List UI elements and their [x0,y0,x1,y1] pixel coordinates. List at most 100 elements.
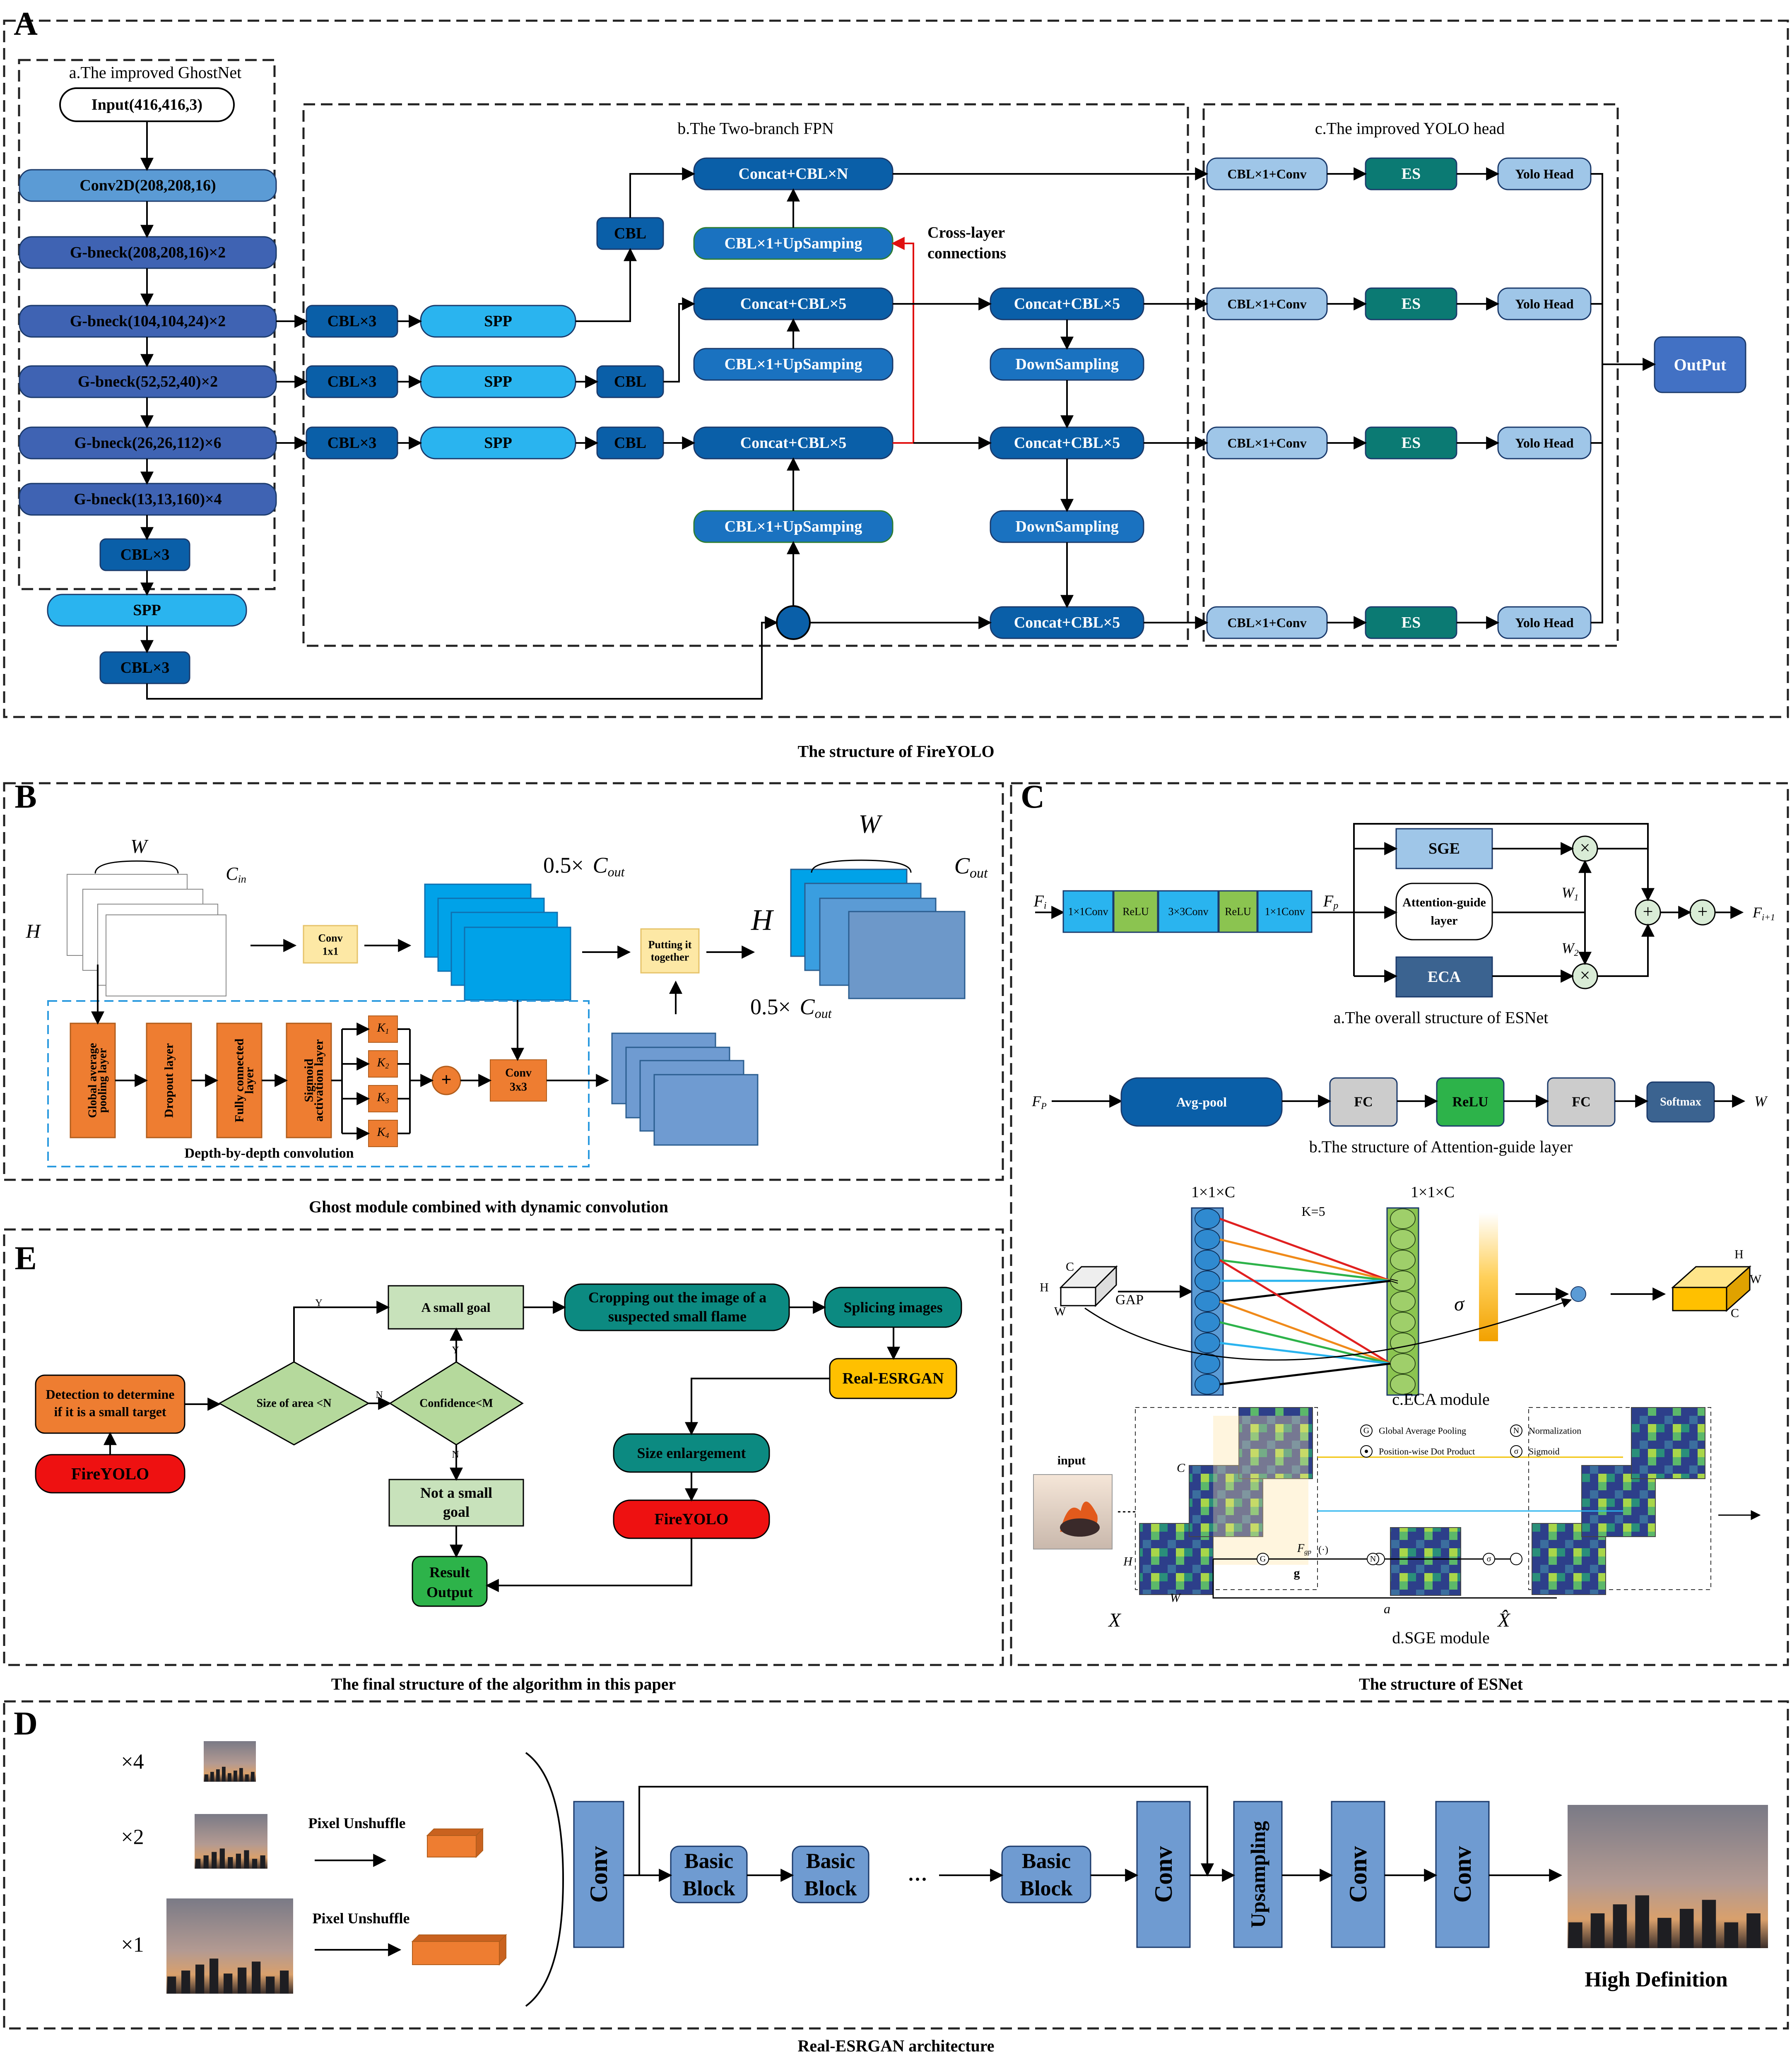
ghost-bneck-5-label: G-bneck(13,13,160)×4 [74,491,222,508]
eca-left-neuron-0 [1195,1208,1220,1229]
kernel-label-4: K4 [376,1125,389,1140]
att-relu-label: ReLU [1452,1095,1489,1110]
d-image-x4-building-8 [251,1772,255,1782]
e-conf-label: Confidence<M [419,1397,493,1410]
sge-h-label: H [1123,1555,1133,1569]
panel-a-letter: A [14,6,38,42]
output-node-label: OutPut [1674,356,1727,374]
e-fireyolo-to-result [485,1538,692,1592]
gap-layer-label-2: pooling layer [96,1048,109,1113]
eca-gap-label: GAP [1115,1292,1144,1308]
d-hd-image-building-0 [1568,1922,1582,1948]
d-basic-1-label-2: Block [682,1877,735,1901]
panel-e-frame [3,1228,1004,1666]
symbol-subscript: out [970,866,988,881]
d-image-x1-building-4 [224,1973,233,1994]
d-image-x1-building-3 [210,1958,219,1994]
esnet-eca-label: ECA [1428,968,1461,986]
panel-a-frame [3,19,1789,718]
eca-weight-line-9 [1219,1362,1391,1386]
d-hd-image-building-2 [1613,1904,1627,1948]
symbol-base: K [376,1090,386,1104]
fpn-concat5-r2-label: Concat+CBL×5 [1014,434,1120,452]
e-fireyolo-2-label: FireYOLO [655,1511,729,1528]
dropout-layer [146,1022,192,1138]
eca-left-neuron-7 [1195,1353,1220,1374]
head-collect-1 [1591,173,1603,364]
eca-right-neuron-6 [1390,1333,1416,1353]
att-b-title: b.The structure of Attention-guide layer [1309,1138,1573,1156]
d-basic-1-label-1: Basic [684,1850,733,1873]
d-image-x2-building-3 [219,1848,225,1869]
eca-out-c: C [1731,1306,1739,1320]
e-crop-label-1: Cropping out the image of a [588,1289,766,1306]
att-avgpool-label: Avg-pool [1176,1095,1227,1109]
sge-legend-glyph-1: N [1513,1426,1519,1435]
d-pixel-label-2: Pixel Unshuffle [312,1910,409,1927]
kernel-4 [368,1120,398,1147]
symbol-subscript: p [1332,900,1338,911]
d-hd-image-building-4 [1657,1917,1672,1948]
sge-flow-node-3 [1483,1553,1495,1565]
mult-bottom-to-add [1597,923,1655,977]
symbol-base: W [1562,940,1575,956]
symbol-subscript: 2 [1574,948,1579,958]
esnet-chain-label-3: ReLU [1225,906,1251,918]
eca-h-label: H [1040,1281,1049,1294]
panel-d-caption: Real-ESRGAN architecture [797,2037,994,2055]
eca-left-neuron-8 [1195,1374,1220,1395]
symbol-base: F [1323,892,1334,910]
d-image-x1-building-2 [195,1964,205,1994]
e-enlarge-label: Size enlargement [637,1445,746,1461]
sge-fire-base [1060,1518,1100,1537]
head-es-3-label: ES [1402,434,1421,452]
fpn-spp-3-label: SPP [484,434,512,452]
e-fireyolo-1-label: FireYOLO [71,1465,149,1483]
panel-d-frame [3,1700,1789,2030]
fpn-concat5-r3-label: Concat+CBL×5 [1014,614,1120,631]
eca-left-neuron-4 [1195,1291,1220,1312]
fpn-upsamp-1-label: CBL×1+UpSamping [725,235,862,252]
conv3x3-box [490,1059,547,1102]
esnet-eca [1395,956,1493,998]
fpn-spp-2-label: SPP [484,373,512,390]
e-esrgan-to-enlarge [685,1378,830,1436]
sge-legend-glyph-3: σ [1514,1447,1519,1456]
d-hd-image-building-6 [1702,1900,1716,1948]
eca-dim-left: 1×1×C [1191,1184,1235,1201]
sigmoid-layer-label: Sigmoid [302,1059,316,1102]
eca-right-neuron-5 [1390,1312,1416,1333]
att-fc-1-label: FC [1354,1095,1373,1110]
sge-legend-label-0: Global Average Pooling [1379,1426,1466,1436]
d-image-x2-building-5 [236,1853,241,1869]
eca-sigmoid-bar [1479,1213,1498,1341]
d-conv-1-label: Conv [585,1846,612,1903]
output-cout-label: Cout [954,853,988,881]
e-notsmall-box [388,1479,524,1527]
eca-left-neuron-3 [1195,1270,1220,1291]
att-softmax-label: Softmax [1660,1096,1701,1109]
eca-right-neuron-2 [1390,1250,1416,1270]
symbol-base: C [226,864,238,884]
d-conv-4 [1435,1801,1490,1948]
panel-c-caption: The structure of ESNet [1359,1675,1523,1694]
symbol-base: C [954,853,970,879]
symbol-subscript: P [1041,1101,1046,1111]
eca-right-neuron-0 [1390,1208,1416,1229]
e-size-label: Size of area <N [256,1397,331,1410]
sge-x-frame [1135,1407,1318,1590]
symbol-base: K [376,1056,386,1069]
ghost-input-label: Input(416,416,3) [92,96,202,113]
eca-right-neuron-1 [1390,1229,1416,1250]
symbol-subscript: i+1 [1762,912,1775,922]
fpn-concat5-a-label: Concat+CBL×5 [740,295,847,313]
e-notsmall-label-1: Not a small [420,1484,492,1501]
d-input-bracket [525,1752,564,2007]
sge-xhat-slice-2 [1631,1407,1705,1479]
sge-bottom-path [1212,1559,1557,1599]
head-cbl-conv-2-label: CBL×1+Conv [1227,296,1306,311]
symbol-base: F [1297,1542,1305,1555]
esnet-attention [1395,883,1493,941]
d-image-x1-building-8 [280,1970,289,1994]
